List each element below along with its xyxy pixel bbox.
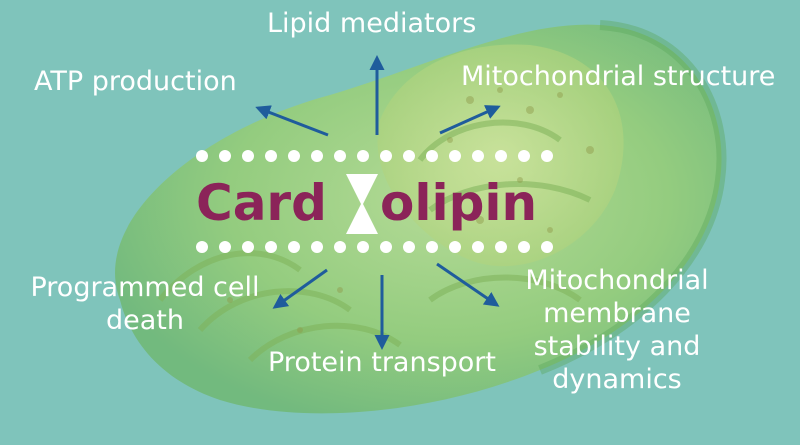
arrow-icon-membrane-stability xyxy=(436,262,500,307)
title-left-part: Card xyxy=(196,174,327,232)
arrow-icon-cell-death xyxy=(272,268,328,309)
arrow-icon-mito-structure xyxy=(439,105,501,135)
label-lipid-mediators: Lipid mediators xyxy=(267,8,477,39)
label-mito-structure: Mitochondrial structure xyxy=(461,61,776,92)
hourglass-icon xyxy=(346,174,378,234)
label-programmed-cell-death: Programmed cell death xyxy=(14,272,276,338)
label-membrane-stability: Mitochondrial membrane stability and dyn… xyxy=(512,265,722,397)
label-line: stability and xyxy=(533,330,701,362)
cardiolipin-title: Card olipin xyxy=(196,168,556,238)
dot-row-bottom xyxy=(196,241,553,253)
arrow-icon-atp-production xyxy=(255,105,329,137)
label-line: dynamics xyxy=(552,363,682,395)
title-right-part: olipin xyxy=(380,174,538,232)
label-line: Programmed cell xyxy=(30,272,260,303)
label-line: Mitochondrial xyxy=(525,265,709,296)
mitochondrion-rim xyxy=(538,20,727,375)
label-line: membrane xyxy=(543,297,691,329)
matrix-granules xyxy=(227,87,594,333)
dot-row-top xyxy=(196,150,553,162)
label-line: death xyxy=(106,304,184,336)
label-atp-production: ATP production xyxy=(34,66,237,97)
label-protein-transport: Protein transport xyxy=(268,347,496,378)
